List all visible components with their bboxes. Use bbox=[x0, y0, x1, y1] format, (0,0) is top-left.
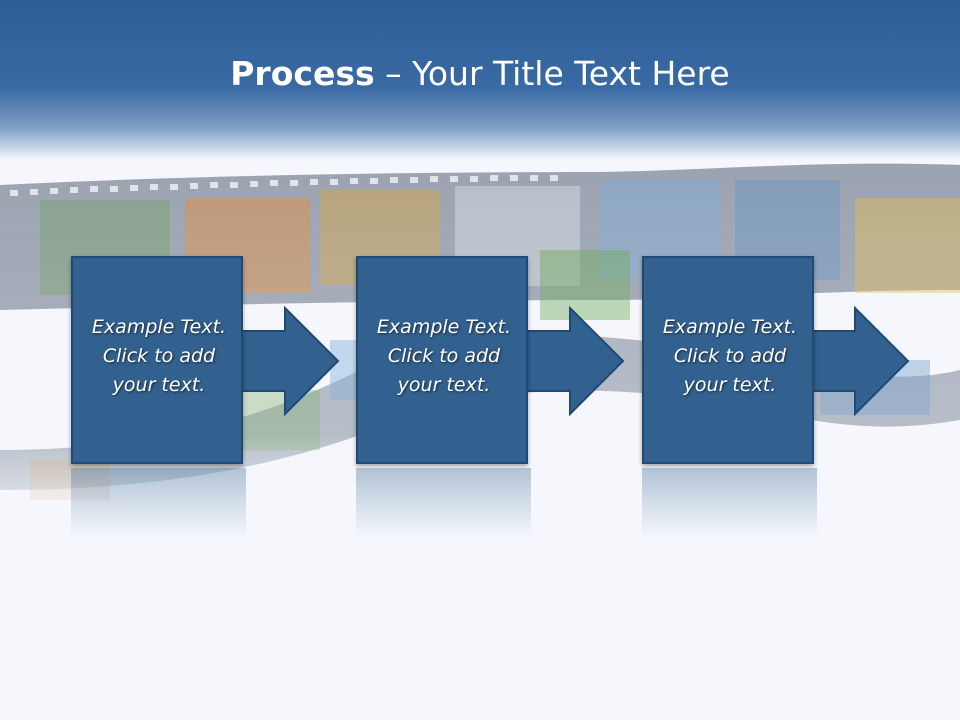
step-2-line-1: Example Text. bbox=[376, 316, 512, 338]
step-3-line-1: Example Text. bbox=[662, 316, 798, 338]
step-2-arrow bbox=[515, 306, 625, 416]
step-1-line-1: Example Text. bbox=[91, 316, 227, 338]
slide-title[interactable]: Process – Your Title Text Here bbox=[0, 52, 960, 96]
step-1-line-3: your text. bbox=[112, 374, 206, 396]
step-3-text: Example Text. Click to add your text. bbox=[644, 313, 816, 400]
step-1-reflection bbox=[71, 468, 246, 538]
step-2-text: Example Text. Click to add your text. bbox=[358, 313, 530, 400]
slide-background bbox=[0, 540, 960, 720]
step-3[interactable]: Example Text. Click to add your text. bbox=[642, 256, 817, 466]
step-2-line-2: Click to add bbox=[387, 345, 501, 367]
step-3-line-3: your text. bbox=[683, 374, 777, 396]
step-1-box[interactable]: Example Text. Click to add your text. bbox=[71, 256, 243, 464]
step-3-reflection bbox=[642, 468, 817, 538]
step-1[interactable]: Example Text. Click to add your text. bbox=[71, 256, 246, 466]
step-3-line-2: Click to add bbox=[673, 345, 787, 367]
step-2-box[interactable]: Example Text. Click to add your text. bbox=[356, 256, 528, 464]
step-2[interactable]: Example Text. Click to add your text. bbox=[356, 256, 531, 466]
title-rest: – Your Title Text Here bbox=[374, 54, 730, 93]
title-banner bbox=[0, 0, 960, 160]
step-2-line-3: your text. bbox=[397, 374, 491, 396]
step-1-arrow bbox=[230, 306, 340, 416]
title-bold-word: Process bbox=[230, 54, 375, 93]
step-1-line-2: Click to add bbox=[102, 345, 216, 367]
step-1-text: Example Text. Click to add your text. bbox=[73, 313, 245, 400]
step-3-box[interactable]: Example Text. Click to add your text. bbox=[642, 256, 814, 464]
step-2-reflection bbox=[356, 468, 531, 538]
